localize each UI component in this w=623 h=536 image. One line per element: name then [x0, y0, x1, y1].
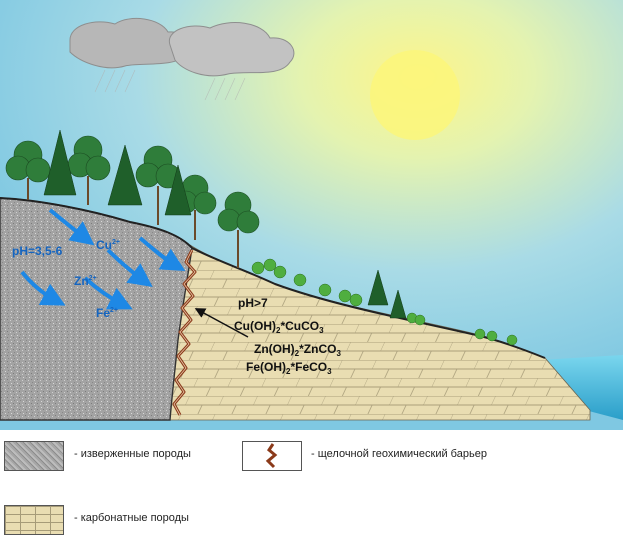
sun [370, 50, 460, 140]
legend-carbonate-label: - карбонатные породы [74, 512, 189, 524]
clouds [69, 18, 295, 101]
right-ph-label: pH>7 [238, 296, 268, 310]
geochemical-barrier-diagram: pH=3,5-6 Cu2+ Zn2+ Fe2+ pH>7 Cu(OH)2*CuC… [0, 0, 623, 430]
barrier-pointer-arrow [194, 308, 249, 338]
migration-arrows [20, 208, 186, 310]
sea [540, 355, 623, 420]
compound-cu-label: Cu(OH)2*CuCO3 [234, 319, 324, 335]
compound-fe-label: Fe(OH)2*FeCO3 [246, 360, 332, 376]
ion-fe-label: Fe2+ [96, 306, 118, 320]
legend-barrier-label: - щелочной геохимический барьер [311, 448, 487, 460]
legend-igneous-label: - изверженные породы [74, 448, 191, 460]
ion-cu-label: Cu2+ [96, 238, 120, 252]
left-ph-label: pH=3,5-6 [12, 244, 63, 258]
ion-zn-label: Zn2+ [74, 274, 97, 288]
legend-barrier-swatch [242, 441, 302, 471]
legend-carbonate-swatch [4, 505, 64, 535]
compound-zn-label: Zn(OH)2*ZnCO3 [254, 342, 341, 358]
forest [5, 129, 518, 346]
barrier-icon [265, 443, 278, 469]
legend-igneous-swatch [4, 441, 64, 471]
